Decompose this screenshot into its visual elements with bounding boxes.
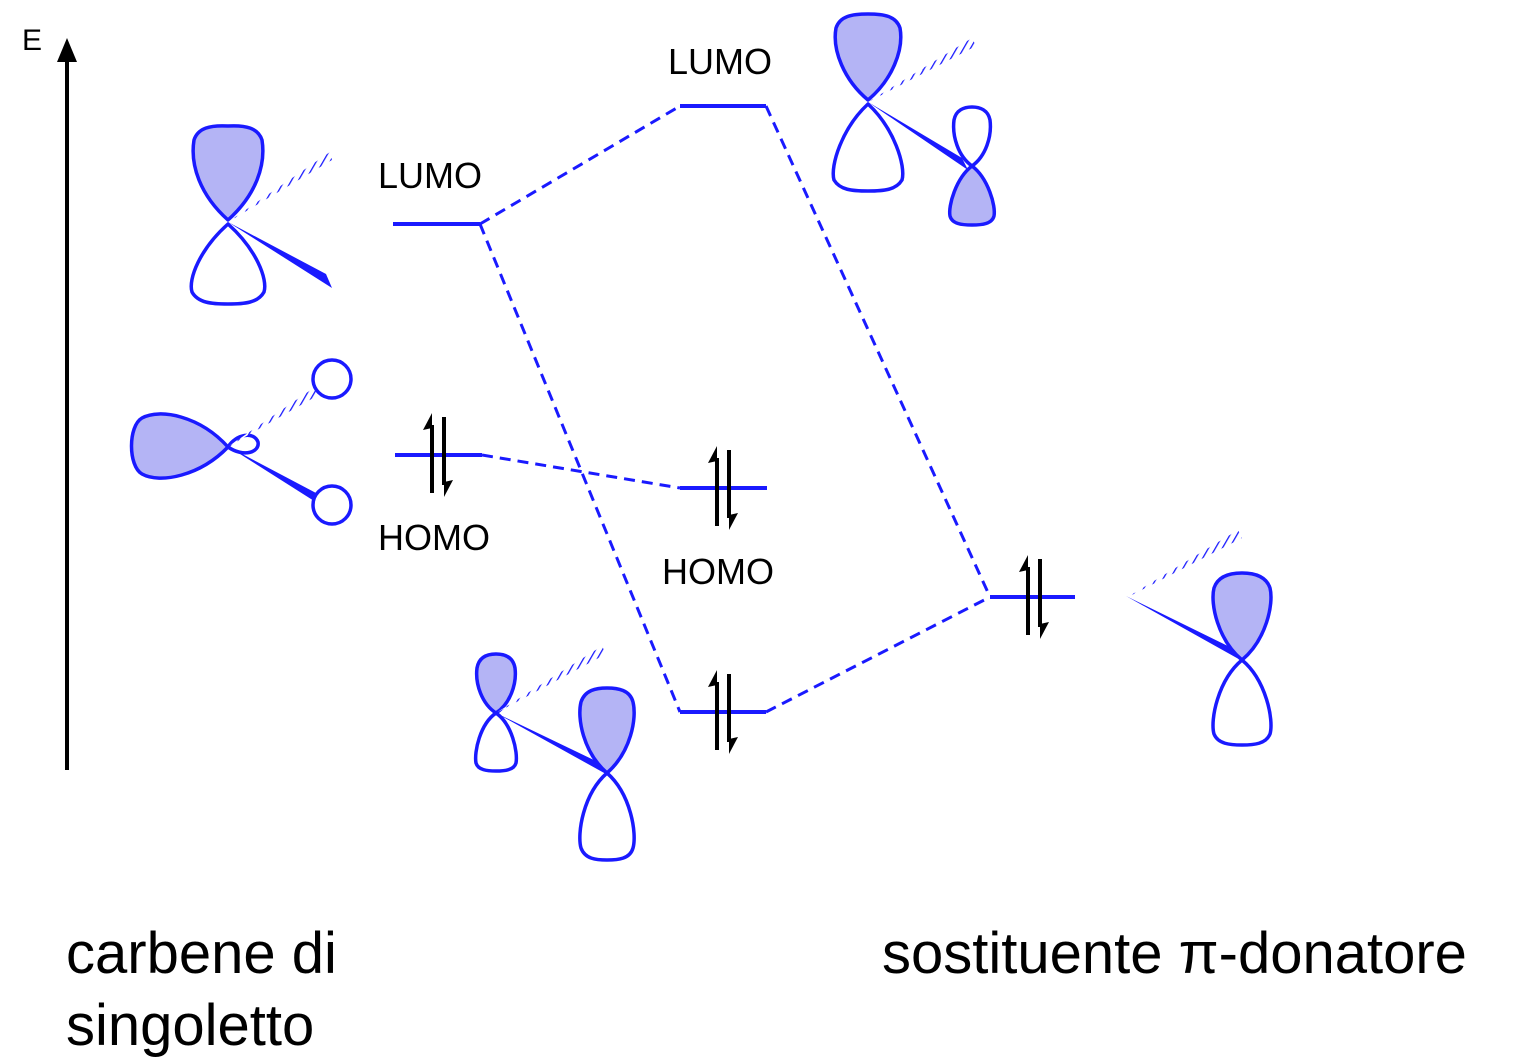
carbene-lumo-level: LUMO (378, 155, 482, 226)
carbene-caption: carbene di singoletto (66, 918, 337, 1062)
carbene-lumo-p-orbital (189, 124, 332, 306)
electron-pair-icon (1019, 555, 1049, 639)
carbene-caption-line2: singoletto (66, 993, 315, 1058)
complex-homo-level: HOMO (662, 446, 774, 592)
electron-pair-icon (423, 413, 453, 497)
electron-pair-icon (708, 446, 738, 530)
complex-lumo-label: LUMO (668, 41, 772, 82)
carbene-homo-level: HOMO (378, 413, 490, 558)
complex-lumo-orbital (831, 12, 997, 227)
energy-axis: E (22, 24, 77, 770)
complex-lumo-level: LUMO (668, 41, 772, 108)
complex-bonding-level (680, 670, 766, 754)
carbene-homo-label: HOMO (378, 517, 490, 558)
complex-bonding-orbital (473, 646, 636, 862)
carbene-homo-sp2-orbital (129, 358, 353, 526)
electron-pair-icon (708, 670, 738, 754)
correlation-lines (478, 104, 992, 714)
donor-caption-text: sostituente π-donatore (882, 921, 1467, 986)
donor-level (990, 555, 1075, 639)
energy-axis-label: E (22, 24, 42, 57)
carbene-caption-line1: carbene di (66, 921, 337, 986)
donor-p-orbital (1126, 530, 1273, 747)
carbene-lumo-label: LUMO (378, 155, 482, 196)
complex-homo-label: HOMO (662, 551, 774, 592)
donor-caption: sostituente π-donatore (882, 918, 1467, 990)
